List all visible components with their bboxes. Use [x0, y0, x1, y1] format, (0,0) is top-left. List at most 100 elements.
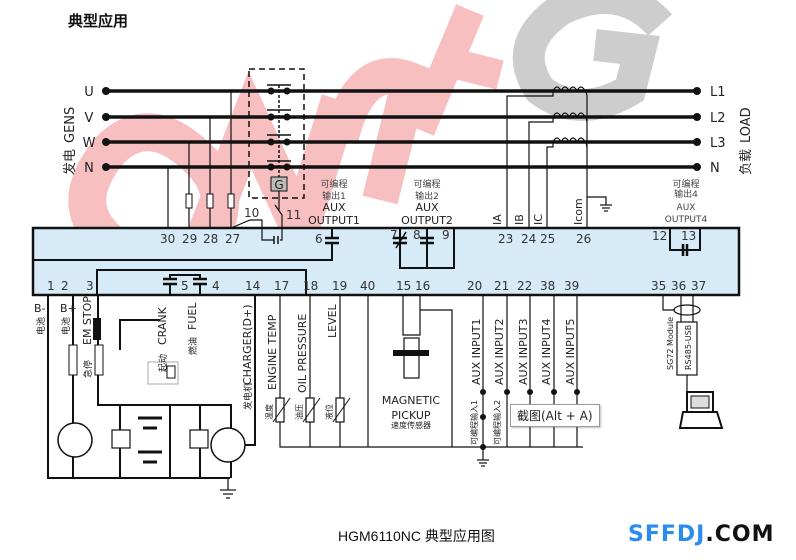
starter-motor — [57, 422, 93, 458]
terminal-1: 1 — [47, 279, 55, 293]
terminal-13: 13 — [681, 229, 696, 243]
terminal-8: 8 — [413, 228, 421, 242]
label-fuel-cn: 燃油 — [187, 337, 199, 355]
fuses — [185, 193, 235, 209]
bus-lines — [106, 89, 697, 169]
terminal-36: 36 — [671, 279, 686, 293]
label-b-minus-cn: 电池 — [35, 317, 47, 335]
em-stop-switch — [93, 318, 101, 340]
breaker-box — [248, 68, 305, 199]
terminal-19: 19 — [332, 279, 347, 293]
battery-icon — [138, 416, 162, 464]
terminal-21: 21 — [494, 279, 509, 293]
terminal-2: 2 — [61, 279, 69, 293]
aux-input-3-label: AUX INPUT3 — [517, 319, 530, 385]
terminal-27: 27 — [225, 232, 240, 246]
brand-main: SFFDJ — [628, 522, 706, 547]
label-charger-cn: 发电机 — [242, 383, 254, 410]
svg-text:OUTPUT4: OUTPUT4 — [665, 215, 708, 225]
load-label-en: LOAD — [739, 107, 754, 143]
output2-label: 可编程 输出2 AUX OUTPUT2 — [401, 178, 453, 227]
svg-text:OUTPUT1: OUTPUT1 — [308, 214, 360, 227]
svg-text:AUX: AUX — [322, 201, 346, 214]
brand-suffix: .COM — [705, 522, 775, 547]
label-fuel: FUEL — [186, 302, 199, 330]
label-crank-cn: 起动 — [158, 354, 169, 372]
terminal-37: 37 — [691, 279, 706, 293]
sensor-resistors — [275, 397, 345, 423]
load-label-cn: 负载 — [739, 149, 754, 175]
label-b-plus: B+ — [60, 302, 77, 315]
terminal-38: 38 — [540, 279, 555, 293]
terminal-4: 4 — [212, 279, 220, 293]
gen-phase-n: N — [84, 161, 94, 176]
laptop-icon — [678, 391, 724, 429]
terminal-14: 14 — [245, 279, 260, 293]
rs485-usb-converter — [676, 321, 698, 376]
terminal-15: 15 — [396, 279, 411, 293]
label-level-cn: 液位 — [324, 404, 334, 420]
aux-input-2-cn: 可编程输入2 — [492, 400, 502, 445]
label-engine-temp-cn: 温度 — [264, 404, 274, 420]
terminal-24: 24 — [521, 232, 536, 246]
ct-ib-label: IB — [513, 214, 526, 225]
module-label: SG72 Module — [666, 317, 675, 370]
current-transformers — [506, 86, 607, 228]
svg-text:可编程: 可编程 — [672, 178, 699, 190]
label-oil-pressure-cn: 油压 — [294, 404, 304, 420]
ct-ic-label: IC — [532, 214, 545, 225]
terminal-29: 29 — [182, 232, 197, 246]
svg-text:可编程: 可编程 — [413, 178, 440, 190]
terminal-16: 16 — [415, 279, 430, 293]
terminal-18: 18 — [303, 279, 318, 293]
terminal-26: 26 — [576, 232, 591, 246]
label-crank: CRANK — [156, 306, 169, 345]
terminal-20: 20 — [467, 279, 482, 293]
gen-label-cn: 发电 — [62, 149, 78, 175]
terminal-12: 12 — [652, 229, 667, 243]
terminal-39: 39 — [564, 279, 579, 293]
terminal-7: 7 — [390, 228, 398, 242]
terminal-17: 17 — [274, 279, 289, 293]
aux-input-2-label: AUX INPUT2 — [493, 319, 506, 385]
terminal-6: 6 — [315, 232, 323, 246]
load-phase-l3: L3 — [710, 136, 726, 151]
svg-text:AUX: AUX — [415, 201, 439, 214]
gen-phase-v: V — [85, 111, 94, 126]
label-magnetic: MAGNETIC — [382, 394, 440, 407]
label-oil-pressure: OIL PRESSURE — [296, 314, 309, 393]
load-phase-l1: L1 — [710, 85, 726, 100]
terminal-25: 25 — [540, 232, 555, 246]
label-pickup: PICKUP — [391, 409, 431, 422]
label-engine-temp: ENGINE TEMP — [266, 314, 279, 390]
terminal-9: 9 — [442, 228, 450, 242]
label-level: LEVEL — [326, 303, 339, 338]
terminal-3: 3 — [86, 279, 94, 293]
page-heading: 典型应用 — [68, 12, 129, 30]
converter-label: RS485-USB — [684, 325, 693, 370]
terminal-11: 11 — [286, 208, 301, 222]
gen-phase-w: W — [83, 136, 96, 151]
svg-text:输出2: 输出2 — [415, 190, 439, 202]
brand-logo[interactable]: SFFDJ.COM — [628, 522, 774, 547]
label-b-minus: B- — [34, 302, 46, 315]
load-phase-n: N — [710, 161, 720, 176]
label-pickup-cn: 速度传感器 — [391, 420, 431, 430]
gen-phase-u: U — [84, 85, 94, 100]
aux-input-1-label: AUX INPUT1 — [470, 319, 483, 385]
terminal-40: 40 — [360, 279, 375, 293]
output4-label: 可编程 输出4 AUX OUTPUT4 — [665, 178, 708, 225]
terminal-28: 28 — [203, 232, 218, 246]
terminal-35: 35 — [651, 279, 666, 293]
screenshot-tooltip: 截图(Alt + A) — [510, 404, 600, 427]
label-em-stop: EM STOP — [81, 296, 94, 345]
ct-ia-label: IA — [491, 214, 504, 225]
terminal-30: 30 — [160, 232, 175, 246]
bus-terminal-dots — [102, 87, 701, 171]
load-phase-l2: L2 — [710, 111, 726, 126]
charger-alternator — [210, 427, 246, 463]
breaker-symbol: G — [274, 178, 283, 192]
terminal-22: 22 — [517, 279, 532, 293]
gen-label-en: GENS — [63, 107, 78, 143]
